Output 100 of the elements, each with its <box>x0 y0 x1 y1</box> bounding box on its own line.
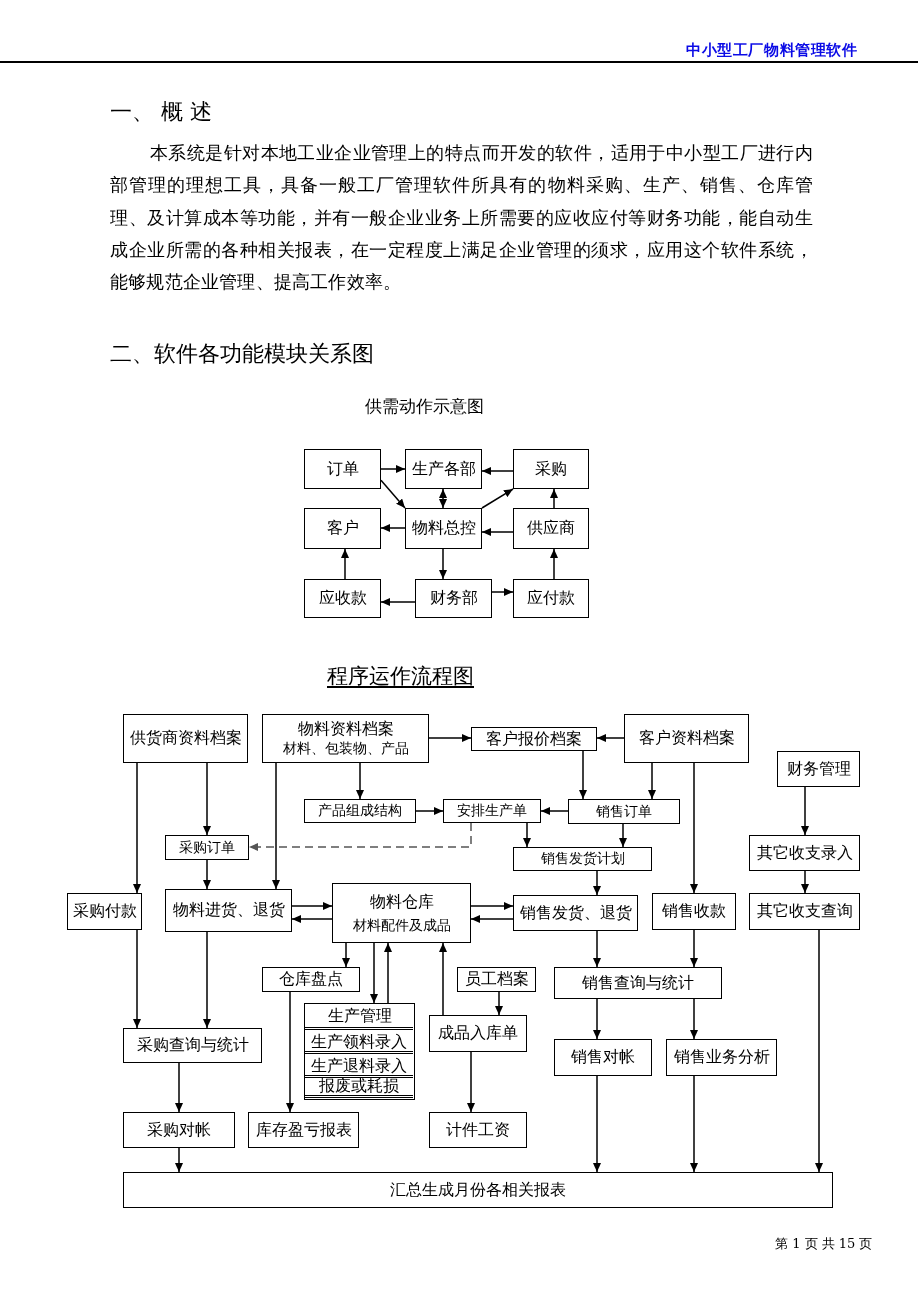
process-box <box>513 895 638 931</box>
arrow <box>593 1075 601 1173</box>
process-box <box>554 967 722 999</box>
process-box <box>415 579 492 618</box>
arrow <box>550 488 558 509</box>
process-box <box>67 893 142 930</box>
process-box <box>513 449 589 489</box>
box-label: 采购付款 <box>72 901 137 922</box>
arrow <box>495 991 503 1016</box>
box-label: 销售订单 <box>596 802 652 821</box>
box-sublabel: 材料、包装物、产品 <box>282 740 409 758</box>
box-sublabel: 材料配件及成品 <box>352 915 451 935</box>
process-box <box>123 1172 833 1208</box>
arrow <box>690 1075 698 1173</box>
box-label: 产品组成结构 <box>318 802 402 820</box>
arrow <box>579 750 587 800</box>
section-heading: 一、 概 述 <box>110 99 212 126</box>
process-box <box>304 508 381 549</box>
box-label: 生产领料录入 <box>311 1031 408 1051</box>
process-box <box>749 893 860 930</box>
arrow <box>370 942 378 1004</box>
arrow <box>550 548 558 580</box>
box-label: 采购订单 <box>179 838 235 857</box>
arrow <box>690 998 698 1040</box>
arrow <box>481 528 514 536</box>
arrow <box>648 762 656 800</box>
arrow <box>203 859 211 890</box>
arrow <box>540 807 569 815</box>
box-label: 销售对帐 <box>571 1047 635 1068</box>
body-paragraph: 本系统是针对本地工业企业管理上的特点而开发的软件，适用于中小型工厂进行内部管理的理想工具，具备一般工厂管理软件所具有的物料采购、生产、销售、仓库管理、及计算成本等功能，并有一般企业业务上所需要的应收应付等财务功能，能自动生成企业所需的各种相关报表，在一定程度上满足企业管理的须求，应用这个软件系统，能够规范企业管理、提高工作效率。 <box>110 141 813 295</box>
arrow <box>467 1051 475 1113</box>
box-label: 安排生产单 <box>457 802 527 820</box>
list-row <box>305 1074 414 1099</box>
arrow <box>342 942 350 968</box>
process-box <box>554 1039 652 1076</box>
arrow <box>481 488 514 509</box>
process-box <box>248 1112 359 1148</box>
box-label: 生产管理 <box>327 1005 392 1027</box>
arrow <box>428 734 472 742</box>
list-row <box>305 1026 414 1051</box>
process-box <box>123 1028 262 1063</box>
arrow <box>470 915 514 923</box>
box-label: 订单 <box>326 458 359 480</box>
process-box <box>429 1015 527 1052</box>
process-box <box>262 714 429 763</box>
arrow <box>801 870 809 894</box>
box-label: 销售查询与统计 <box>582 972 694 994</box>
process-box <box>666 1039 777 1076</box>
arrow <box>380 479 406 509</box>
process-box <box>777 751 860 787</box>
process-box <box>429 1112 527 1148</box>
box-label: 其它收支录入 <box>756 842 853 864</box>
box-label: 供货商资料档案 <box>129 728 242 749</box>
arrow <box>801 786 809 836</box>
process-box <box>457 967 536 992</box>
box-label: 库存盈亏报表 <box>255 1119 352 1141</box>
arrow <box>380 465 406 473</box>
arrow <box>356 762 364 800</box>
arrow <box>291 902 333 910</box>
box-label: 客户报价档案 <box>486 728 582 750</box>
process-box <box>304 579 381 618</box>
arrow <box>272 762 280 890</box>
arrow <box>470 902 514 910</box>
arrow <box>690 929 698 968</box>
double-arrow <box>439 488 447 509</box>
arrow <box>619 823 627 848</box>
process-box <box>332 883 471 943</box>
process-box <box>304 449 381 489</box>
process-box <box>443 799 541 823</box>
header-text: 中小型工厂物料管理软件 <box>686 41 858 59</box>
figure-heading: 程序运作流程图 <box>327 664 474 690</box>
box-label: 员工档案 <box>464 969 529 990</box>
box-label: 采购 <box>535 458 567 480</box>
arrow <box>286 991 294 1113</box>
box-label: 采购对帐 <box>147 1119 211 1141</box>
process-box <box>405 508 482 549</box>
box-label: 客户资料档案 <box>638 728 735 749</box>
box-label: 供应商 <box>527 518 575 539</box>
box-label: 其它收支查询 <box>756 901 853 922</box>
box-label: 采购查询与统计 <box>136 1035 249 1056</box>
box-label: 销售业务分析 <box>673 1047 770 1068</box>
box-label: 成品入库单 <box>438 1023 518 1044</box>
box-label: 仓库盘点 <box>279 969 343 990</box>
arrow <box>593 870 601 896</box>
arrow <box>133 762 141 894</box>
dashed-arrow <box>248 822 472 851</box>
arrow <box>523 822 531 848</box>
arrow <box>491 588 514 596</box>
box-label: 物料总控 <box>411 518 476 539</box>
list-row <box>305 1050 414 1075</box>
box-label: 财务部 <box>429 588 478 609</box>
box-label: 应付款 <box>527 588 575 609</box>
arrow <box>815 929 823 1173</box>
process-box <box>513 508 589 549</box>
arrow <box>690 762 698 894</box>
box-label: 计件工资 <box>446 1119 510 1141</box>
box-label: 销售发货、退货 <box>519 902 632 924</box>
box-label: 生产各部 <box>411 458 476 480</box>
process-box <box>471 727 597 751</box>
process-box <box>262 967 360 992</box>
